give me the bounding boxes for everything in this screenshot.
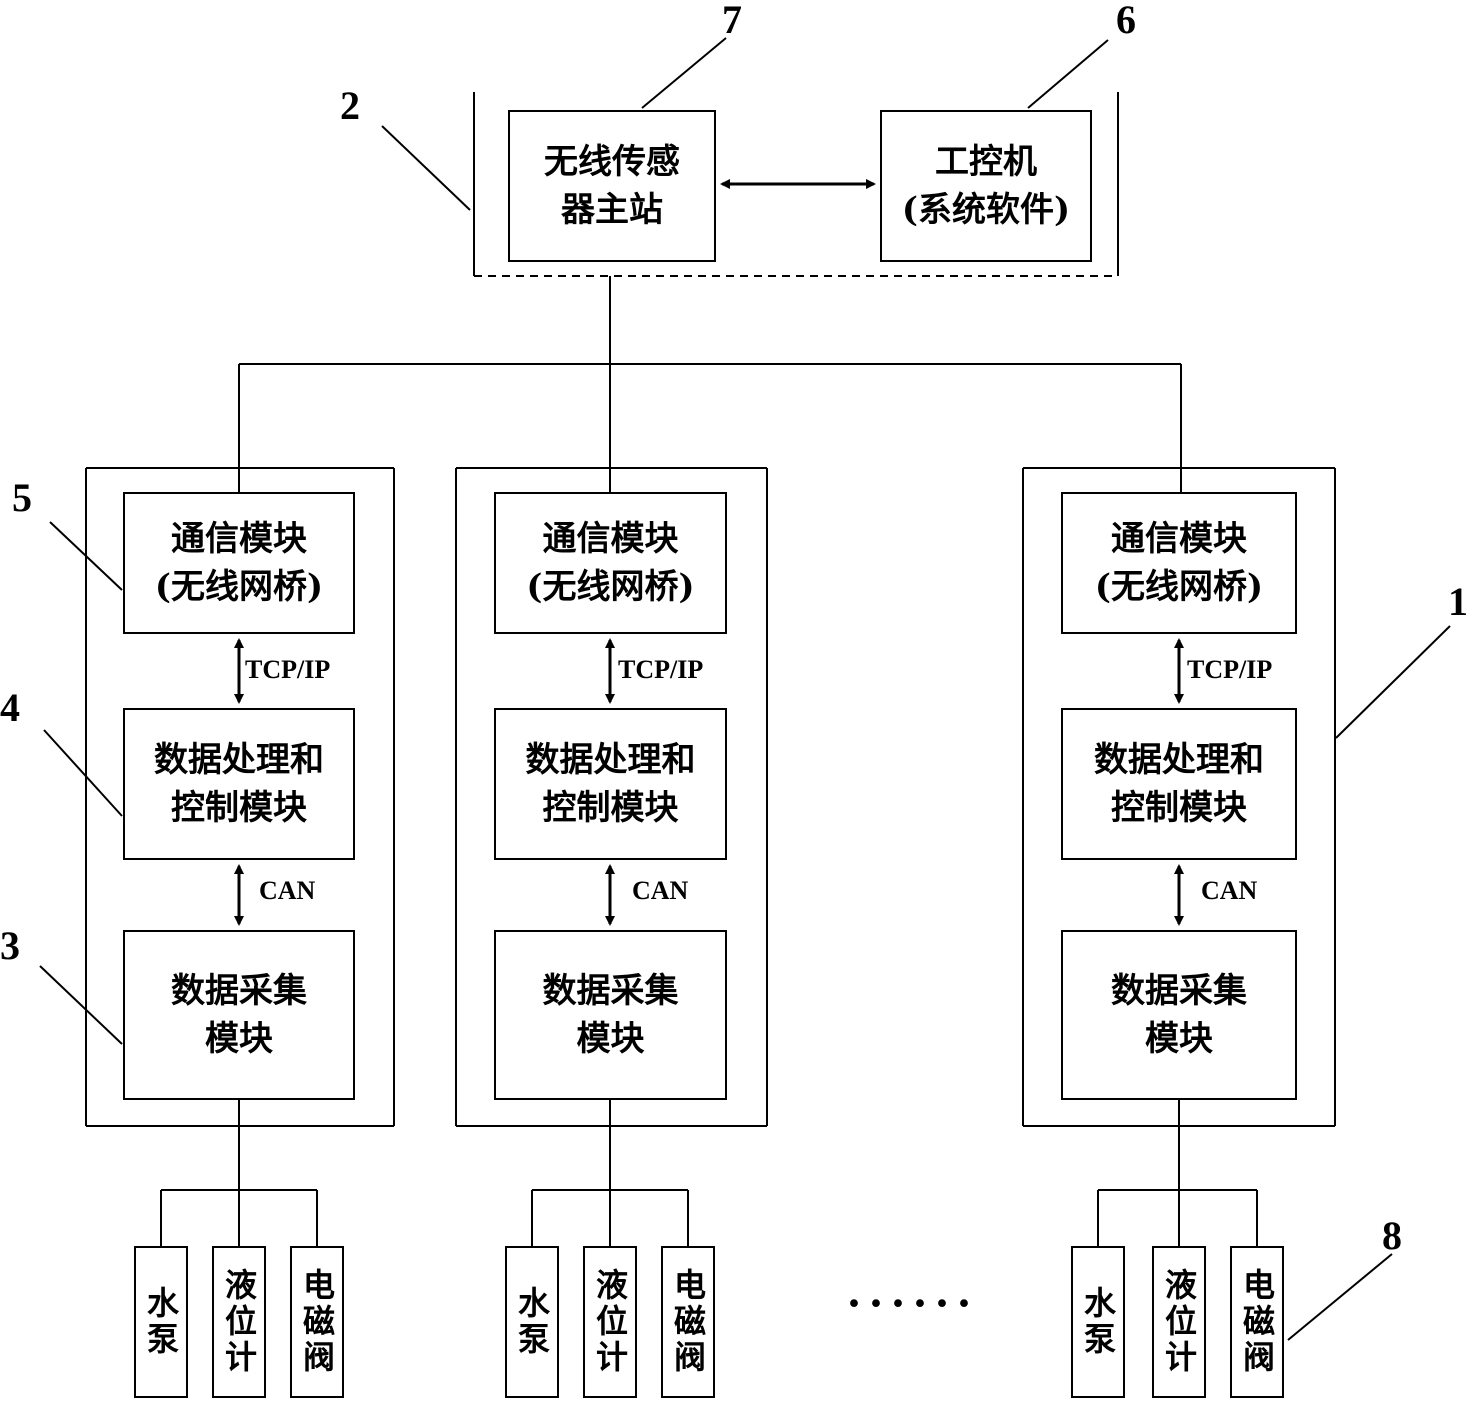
device-solenoid-valve: 电磁阀 xyxy=(290,1246,344,1398)
label-3: 3 xyxy=(0,923,20,968)
device-label: 电磁阀 xyxy=(298,1268,336,1376)
device-pump: 水泵 xyxy=(505,1246,559,1398)
device-pump: 水泵 xyxy=(1071,1246,1125,1398)
label-2: 2 xyxy=(340,83,360,128)
node-1-processing-module-box: 数据处理和控制模块 xyxy=(123,708,355,860)
processing-module-line-1: 数据处理和 xyxy=(525,740,696,780)
protocol-tcpip-label: TCP/IP xyxy=(618,655,704,684)
processing-module-line-2: 控制模块 xyxy=(1111,788,1247,828)
leader-1 xyxy=(1335,625,1451,739)
label-5: 5 xyxy=(12,475,32,520)
device-label: 水泵 xyxy=(1079,1286,1117,1358)
comm-module-line-2: (无线网桥) xyxy=(1094,567,1264,607)
label-8: 8 xyxy=(1382,1213,1402,1258)
label-6: 6 xyxy=(1116,0,1136,42)
device-level-gauge: 液位计 xyxy=(1152,1246,1206,1398)
label-4: 4 xyxy=(0,685,20,730)
ipc-line-2: (系统软件) xyxy=(901,190,1071,230)
comm-module-line-1: 通信模块 xyxy=(1111,519,1247,559)
device-label: 液位计 xyxy=(591,1268,629,1376)
processing-module-line-1: 数据处理和 xyxy=(1094,740,1264,780)
leader-8 xyxy=(1287,1253,1393,1341)
leader-4 xyxy=(43,729,123,817)
wireless-master-station-box: 无线传感 器主站 xyxy=(508,110,716,262)
label-1: 1 xyxy=(1448,579,1468,624)
device-label: 水泵 xyxy=(513,1286,551,1358)
comm-module-line-2: (无线网桥) xyxy=(526,567,695,607)
protocol-can-label: CAN xyxy=(632,876,689,905)
comm-module-line-1: 通信模块 xyxy=(542,519,679,559)
device-label: 水泵 xyxy=(142,1286,180,1358)
acquisition-module-line-2: 模块 xyxy=(576,1019,645,1059)
leader-7 xyxy=(641,37,727,109)
more-nodes-ellipsis: ······ xyxy=(846,1277,979,1330)
node-2-comm-module-box: 通信模块 (无线网桥) xyxy=(494,492,727,634)
industrial-pc-box: 工控机 (系统软件) xyxy=(880,110,1092,262)
device-label: 液位计 xyxy=(220,1268,258,1376)
protocol-can-label: CAN xyxy=(1201,876,1258,905)
acquisition-module-line-1: 数据采集 xyxy=(171,971,307,1011)
acquisition-module-line-2: 模块 xyxy=(205,1019,273,1059)
protocol-tcpip-label: TCP/IP xyxy=(245,655,331,684)
leader-3 xyxy=(39,965,123,1045)
processing-module-line-2: 控制模块 xyxy=(542,788,679,828)
device-solenoid-valve: 电磁阀 xyxy=(1230,1246,1284,1398)
protocol-can-label: CAN xyxy=(259,876,316,905)
processing-module-line-2: 控制模块 xyxy=(171,788,307,828)
node-3-acquisition-module-box: 数据采集模块 xyxy=(1061,930,1297,1100)
acquisition-module-line-2: 模块 xyxy=(1145,1019,1213,1059)
protocol-tcpip-label: TCP/IP xyxy=(1187,655,1273,684)
device-label: 液位计 xyxy=(1160,1268,1198,1376)
master-station-line-2: 器主站 xyxy=(561,190,663,230)
leader-6 xyxy=(1027,39,1109,109)
node-2-acquisition-module-box: 数据采集模块 xyxy=(494,930,727,1100)
processing-module-line-1: 数据处理和 xyxy=(154,740,324,780)
node-3-processing-module-box: 数据处理和控制模块 xyxy=(1061,708,1297,860)
node-1-acquisition-module-box: 数据采集模块 xyxy=(123,930,355,1100)
leader-2 xyxy=(381,125,471,211)
comm-module-line-2: (无线网桥) xyxy=(154,567,324,607)
device-level-gauge: 液位计 xyxy=(212,1246,266,1398)
label-7: 7 xyxy=(722,0,742,42)
comm-module-line-1: 通信模块 xyxy=(171,519,307,559)
acquisition-module-line-1: 数据采集 xyxy=(542,971,679,1011)
node-1-comm-module-box: 通信模块 (无线网桥) xyxy=(123,492,355,634)
device-label: 电磁阀 xyxy=(1238,1268,1276,1376)
node-2-processing-module-box: 数据处理和控制模块 xyxy=(494,708,727,860)
ipc-line-1: 工控机 xyxy=(935,142,1037,182)
device-level-gauge: 液位计 xyxy=(583,1246,637,1398)
acquisition-module-line-1: 数据采集 xyxy=(1111,971,1247,1011)
device-pump: 水泵 xyxy=(134,1246,188,1398)
node-3-comm-module-box: 通信模块 (无线网桥) xyxy=(1061,492,1297,634)
device-solenoid-valve: 电磁阀 xyxy=(661,1246,715,1398)
device-label: 电磁阀 xyxy=(669,1268,707,1376)
master-station-line-1: 无线传感 xyxy=(544,142,680,182)
